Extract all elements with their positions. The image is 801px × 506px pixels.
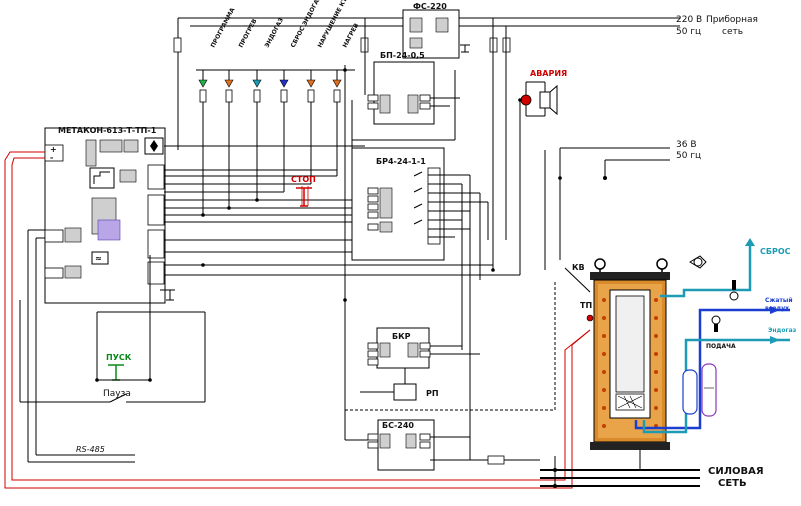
start-button: ПУСК (95, 255, 152, 382)
pause-label: Пауза (103, 389, 131, 399)
alarm-label: АВАРИЯ (530, 69, 567, 78)
indicator-label-warmup: ПРОГРЕВ (238, 18, 259, 49)
indicator-lamp-kto (306, 79, 316, 88)
block-bs240-title: БС-240 (382, 421, 414, 430)
block-br4-title: БР4-24-1-1 (376, 157, 426, 166)
compressed-air-label-2: воздух (765, 305, 789, 312)
instrument-net-label-1: Приборная (706, 15, 758, 25)
svg-text:ПРОГРАММА: ПРОГРАММА (210, 7, 237, 49)
rs485-line: RS-485 (27, 229, 135, 463)
block-bkr-title: БКР (392, 332, 411, 341)
furnace (586, 258, 670, 450)
svg-text:≈: ≈ (95, 254, 102, 263)
block-bkr: БКР (367, 327, 480, 369)
vertical-bus (344, 65, 561, 460)
indicator-lamp-reset (279, 79, 289, 88)
rs485-label: RS-485 (76, 445, 105, 454)
power-net-label-2: СЕТЬ (718, 478, 747, 489)
block-br4: БР4-24-1-1 (351, 147, 488, 261)
block-metakon: МЕТАКОН-613-Т-ТП-1 + - ≈ (44, 126, 175, 304)
kv-label: КВ (572, 263, 585, 272)
instrument-net-label-2: сеть (722, 27, 743, 37)
dashed-link (344, 282, 556, 411)
block-bs240: БС-240 (345, 419, 540, 471)
indicator-lamp-endogas (252, 79, 262, 88)
power-net-label-1: СИЛОВАЯ (708, 466, 764, 477)
block-bp24-title: БП-24-0,5 (380, 51, 425, 60)
indicator-lamp-program (198, 79, 208, 88)
alarm-siren: АВАРИЯ (520, 69, 567, 117)
relay-rp: РП (360, 368, 439, 401)
svg-text:ЭНДОГАЗ: ЭНДОГАЗ (264, 17, 285, 49)
junction-dots (343, 68, 562, 302)
endogas-label: Эндогаз (768, 327, 797, 334)
stop-label: СТОП (291, 175, 316, 184)
svg-text:+: + (50, 145, 57, 154)
supply-36-label: 36 В (676, 140, 697, 150)
indicator-lamp-warmup (224, 79, 234, 88)
block-fs220-title: ФС-220 (413, 2, 447, 11)
block-bp24: БП-24-0,5 (367, 51, 460, 125)
supply-220-hz-label: 50 гц (676, 27, 701, 37)
block-fs220: ФС-220 (402, 2, 470, 59)
indicator-label-endogas: ЭНДОГАЗ (264, 17, 285, 49)
pause-switch: Пауза (19, 300, 206, 403)
indicator-row: ПРОГРАММА ПРОГРЕВ ЭНДОГАЗ СБРОС ЭНДОГАЗА… (196, 0, 360, 215)
block-metakon-title: МЕТАКОН-613-Т-ТП-1 (58, 126, 157, 135)
reset-label: СБРОС (760, 247, 791, 256)
power-network: СИЛОВАЯ СЕТЬ (540, 450, 764, 489)
indicator-label-program: ПРОГРАММА (210, 7, 237, 49)
stop-button: СТОП (291, 175, 316, 207)
supply-36-hz-label: 50 гц (676, 151, 701, 161)
tp-label: ТП (580, 301, 592, 310)
indicator-lamp-heating (332, 79, 342, 88)
compressed-air-label-1: Сжатый (765, 297, 793, 304)
relay-rp-label: РП (426, 389, 439, 398)
start-label: ПУСК (106, 353, 132, 362)
svg-text:-: - (50, 153, 53, 162)
alarm-lamp (520, 94, 532, 106)
thermocouple-wire (4, 151, 591, 489)
supply-36-lines: 36 В 50 гц (560, 140, 701, 180)
supply-220-label: 220 В (676, 15, 702, 25)
gas-lines: СБРОС Сжатый воздух Эндогаз ПОДАЧА (634, 238, 797, 434)
feed-label: ПОДАЧА (706, 343, 736, 350)
svg-text:ПРОГРЕВ: ПРОГРЕВ (238, 18, 259, 49)
supply-220-lines: 220 В 50 гц Приборная сеть (173, 15, 758, 270)
